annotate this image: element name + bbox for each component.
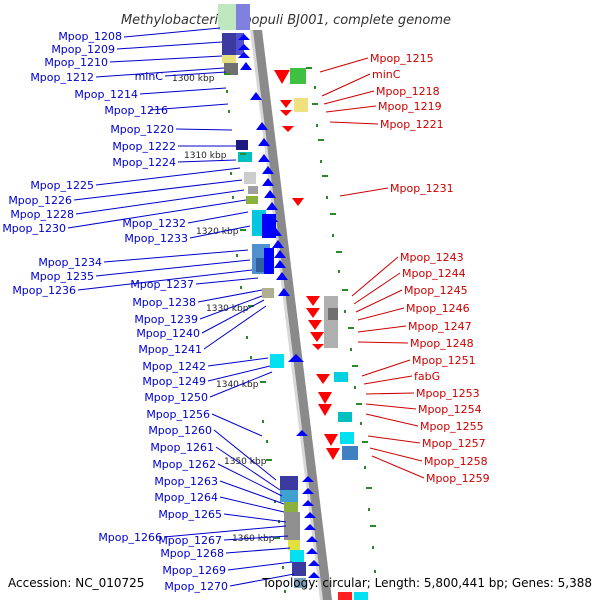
gene-label[interactable]: Mpop_1264	[154, 491, 218, 504]
gene-label[interactable]: Mpop_1254	[418, 403, 482, 416]
gene-label[interactable]: Mpop_1234	[38, 256, 102, 269]
forward-gene-blocks	[262, 214, 276, 274]
gene-label[interactable]: Mpop_1240	[136, 327, 200, 340]
gene-label[interactable]: Mpop_1216	[104, 104, 168, 117]
scale-label: 1320 kbp	[196, 227, 239, 237]
accession-label: Accession: NC_010725	[8, 576, 144, 590]
gene-label[interactable]: Mpop_1221	[380, 118, 444, 131]
gene-label[interactable]: Mpop_1268	[160, 547, 224, 560]
gene-label[interactable]: Mpop_1262	[152, 458, 216, 471]
coordinate-markers	[224, 67, 376, 539]
gene-label[interactable]: Mpop_1232	[122, 217, 186, 230]
gene-label[interactable]: Mpop_1260	[148, 424, 212, 437]
right-leader-lines	[319, 57, 425, 479]
gene-label[interactable]: Mpop_1250	[144, 391, 208, 404]
left-gene-labels: Mpop_1208 Mpop_1209 Mpop_1210 Mpop_1212 …	[2, 30, 228, 593]
gene-label[interactable]: Mpop_1258	[424, 455, 488, 468]
gene-label[interactable]: Mpop_1270	[164, 580, 228, 593]
gene-label[interactable]: Mpop_1246	[406, 302, 470, 315]
gene-label[interactable]: minC	[372, 68, 401, 81]
gene-label[interactable]: Mpop_1220	[110, 123, 174, 136]
gene-label[interactable]: Mpop_1251	[412, 354, 476, 367]
scale-label: 1360 kbp	[232, 534, 275, 544]
left-leader-lines	[67, 27, 295, 587]
genome-summary: Topology: circular; Length: 5,800,441 bp…	[261, 576, 592, 590]
scale-label: 1310 kbp	[184, 151, 227, 161]
gene-label[interactable]: Mpop_1265	[158, 508, 222, 521]
gene-label[interactable]: Mpop_1236	[12, 284, 76, 297]
scale-label: 1350 kbp	[224, 457, 267, 467]
gene-label[interactable]: fabG	[414, 370, 440, 383]
gene-label[interactable]: Mpop_1257	[422, 437, 486, 450]
gene-label[interactable]: Mpop_1266	[98, 531, 162, 544]
gene-label[interactable]: Mpop_1222	[112, 140, 176, 153]
right-gene-labels: Mpop_1215 minC Mpop_1218 Mpop_1219 Mpop_…	[370, 52, 490, 485]
gene-label[interactable]: Mpop_1219	[378, 100, 442, 113]
gene-label[interactable]: Mpop_1259	[426, 472, 490, 485]
gene-label[interactable]: Mpop_1267	[158, 534, 222, 547]
gene-label[interactable]: Mpop_1233	[124, 232, 188, 245]
left-feature-blocks	[222, 33, 306, 588]
right-feature-blocks	[290, 68, 368, 600]
gene-label[interactable]: Mpop_1212	[30, 71, 94, 84]
gene-label[interactable]: Mpop_1209	[51, 43, 115, 56]
gene-label[interactable]: Mpop_1218	[376, 85, 440, 98]
gene-label[interactable]: Mpop_1238	[132, 296, 196, 309]
gene-label[interactable]: Mpop_1242	[142, 360, 206, 373]
gene-label[interactable]: Mpop_1245	[404, 284, 468, 297]
gene-label[interactable]: Mpop_1237	[130, 278, 194, 291]
gene-label[interactable]: Mpop_1226	[8, 194, 72, 207]
gene-label[interactable]: Mpop_1225	[30, 179, 94, 192]
gene-label[interactable]: Mpop_1269	[162, 564, 226, 577]
gene-label[interactable]: minC	[135, 70, 164, 83]
gene-label[interactable]: Mpop_1210	[44, 56, 108, 69]
gene-label[interactable]: Mpop_1255	[420, 420, 484, 433]
gene-label[interactable]: Mpop_1248	[410, 337, 474, 350]
gene-label[interactable]: Mpop_1239	[134, 313, 198, 326]
gene-label[interactable]: Mpop_1224	[112, 156, 176, 169]
gene-label[interactable]: Mpop_1231	[390, 182, 454, 195]
map-title: Methylobacterium populi BJ001, complete …	[121, 13, 451, 28]
gene-label[interactable]: Mpop_1244	[402, 267, 466, 280]
gene-label[interactable]: Mpop_1235	[30, 270, 94, 283]
gene-label[interactable]: Mpop_1253	[416, 387, 480, 400]
scale-label: 1300 kbp	[172, 74, 215, 84]
gene-label[interactable]: Mpop_1208	[58, 30, 122, 43]
gene-label[interactable]: Mpop_1249	[142, 375, 206, 388]
scale-label: 1340 kbp	[216, 380, 259, 390]
gene-label[interactable]: Mpop_1256	[146, 408, 210, 421]
reverse-gene-glyphs	[274, 70, 340, 460]
gene-label[interactable]: Mpop_1214	[74, 88, 138, 101]
gene-label[interactable]: Mpop_1261	[150, 441, 214, 454]
gene-label[interactable]: Mpop_1243	[400, 251, 464, 264]
gene-label[interactable]: Mpop_1263	[154, 475, 218, 488]
gene-label[interactable]: Mpop_1230	[2, 222, 66, 235]
top-feature-strip	[218, 4, 250, 30]
gene-label[interactable]: Mpop_1215	[370, 52, 434, 65]
gene-label[interactable]: Mpop_1228	[10, 208, 74, 221]
gene-label[interactable]: Mpop_1247	[408, 320, 472, 333]
gene-label[interactable]: Mpop_1241	[138, 343, 202, 356]
